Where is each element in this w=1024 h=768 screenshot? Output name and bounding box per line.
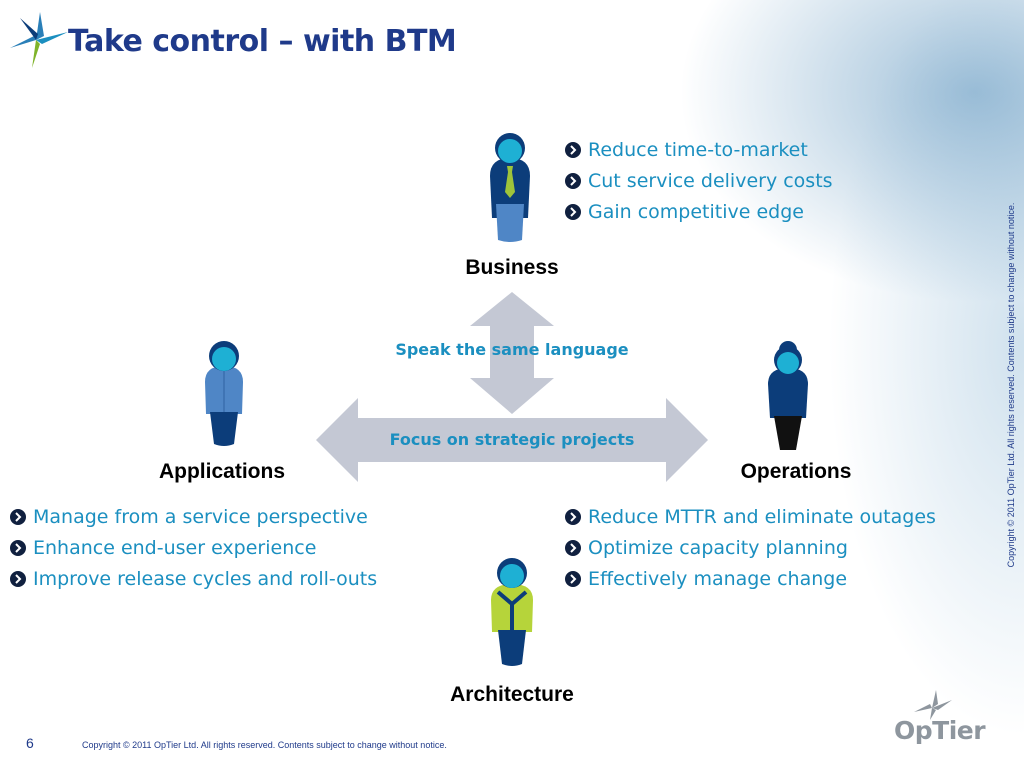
footer-copyright: Copyright © 2011 OpTier Ltd. All rights … [82, 740, 447, 750]
list-item: Gain competitive edge [565, 196, 833, 227]
vertical-double-arrow [470, 292, 554, 414]
bullet-text: Reduce MTTR and eliminate outages [588, 505, 936, 528]
business-person-icon [490, 133, 530, 242]
business-label: Business [465, 256, 559, 279]
list-item: Optimize capacity planning [565, 532, 936, 563]
list-item: Effectively manage change [565, 563, 936, 594]
operations-person-icon [768, 341, 808, 450]
operations-bullet-list: Reduce MTTR and eliminate outages Optimi… [565, 501, 936, 594]
page-title: Take control – with BTM [68, 24, 457, 59]
list-item: Reduce MTTR and eliminate outages [565, 501, 936, 532]
speak-same-language-text: Speak the same language [395, 340, 629, 359]
business-bullet-list: Reduce time-to-market Cut service delive… [565, 134, 833, 227]
bullet-text: Cut service delivery costs [588, 169, 833, 192]
center-arrows [316, 292, 708, 482]
bullet-text: Reduce time-to-market [588, 138, 808, 161]
chevron-right-bullet-icon [10, 570, 26, 587]
chevron-right-bullet-icon [565, 141, 581, 158]
brand-name: OpTier [894, 716, 986, 745]
bullet-text: Manage from a service perspective [33, 505, 368, 528]
chevron-right-bullet-icon [565, 508, 581, 525]
list-item: Manage from a service perspective [10, 501, 377, 532]
chevron-right-bullet-icon [10, 508, 26, 525]
operations-label: Operations [740, 460, 852, 483]
list-item: Cut service delivery costs [565, 165, 833, 196]
bullet-text: Enhance end-user experience [33, 536, 317, 559]
architecture-person-icon [491, 558, 533, 666]
chevron-right-bullet-icon [565, 172, 581, 189]
chevron-right-bullet-icon [10, 539, 26, 556]
chevron-right-bullet-icon [565, 203, 581, 220]
optier-star-icon [914, 690, 952, 720]
focus-strategic-projects-text: Focus on strategic projects [389, 430, 635, 449]
vertical-copyright: Copyright © 2011 OpTier Ltd. All rights … [1006, 202, 1016, 568]
applications-label: Applications [158, 460, 285, 483]
list-item: Improve release cycles and roll-outs [10, 563, 377, 594]
horizontal-double-arrow [316, 398, 708, 482]
applications-bullet-list: Manage from a service perspective Enhanc… [10, 501, 377, 594]
bullet-text: Improve release cycles and roll-outs [33, 567, 378, 590]
star-logo-icon [10, 12, 68, 68]
list-item: Reduce time-to-market [565, 134, 833, 165]
bullet-text: Gain competitive edge [588, 200, 804, 223]
list-item: Enhance end-user experience [10, 532, 377, 563]
architecture-label: Architecture [450, 683, 574, 706]
bullet-text: Optimize capacity planning [588, 536, 848, 559]
chevron-right-bullet-icon [565, 539, 581, 556]
applications-person-icon [205, 341, 243, 446]
chevron-right-bullet-icon [565, 570, 581, 587]
bullet-text: Effectively manage change [588, 567, 848, 590]
page-number: 6 [26, 735, 34, 751]
